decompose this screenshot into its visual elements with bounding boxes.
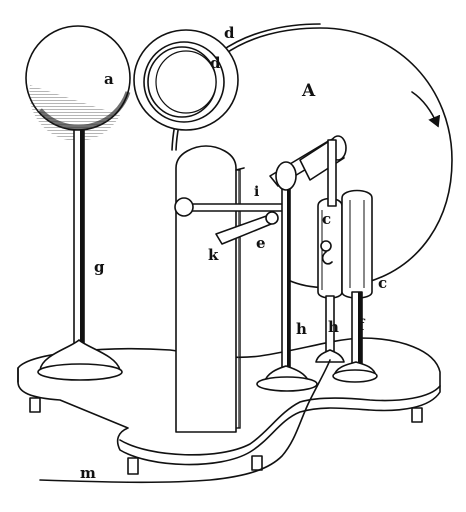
label-d-inner: d	[210, 54, 221, 72]
label-e: e	[256, 234, 266, 252]
sphere-stand-g	[37, 129, 123, 381]
sphere-conductor-a	[25, 25, 131, 142]
figure-labels: A a d d g i c e k c h h f m	[80, 24, 387, 482]
label-f: f	[358, 316, 366, 334]
spindle-shaft-i	[269, 135, 347, 191]
conductor-f	[332, 189, 378, 383]
label-A: A	[301, 81, 316, 101]
label-i: i	[254, 184, 259, 200]
insulating-pillar	[175, 145, 245, 433]
post-h-right	[315, 295, 345, 363]
label-m: m	[80, 464, 96, 482]
base-foot-front	[127, 457, 139, 475]
post-h-left	[256, 177, 318, 392]
label-c-right: c	[378, 274, 387, 292]
wire-m	[39, 359, 331, 484]
base-foot-left	[29, 397, 41, 413]
crank-handle-k	[215, 211, 279, 245]
base-foot-mid	[251, 455, 263, 471]
label-h-right: h	[328, 318, 339, 336]
label-d-top: d	[224, 24, 235, 42]
label-k: k	[208, 246, 219, 264]
base-foot-right	[411, 407, 423, 423]
label-g: g	[94, 258, 105, 276]
ring-conductor-d	[133, 29, 239, 131]
label-h-left: h	[296, 320, 307, 338]
label-c-upper: c	[322, 210, 331, 228]
label-a: a	[104, 70, 114, 88]
curved-arrow-icon	[411, 91, 441, 128]
